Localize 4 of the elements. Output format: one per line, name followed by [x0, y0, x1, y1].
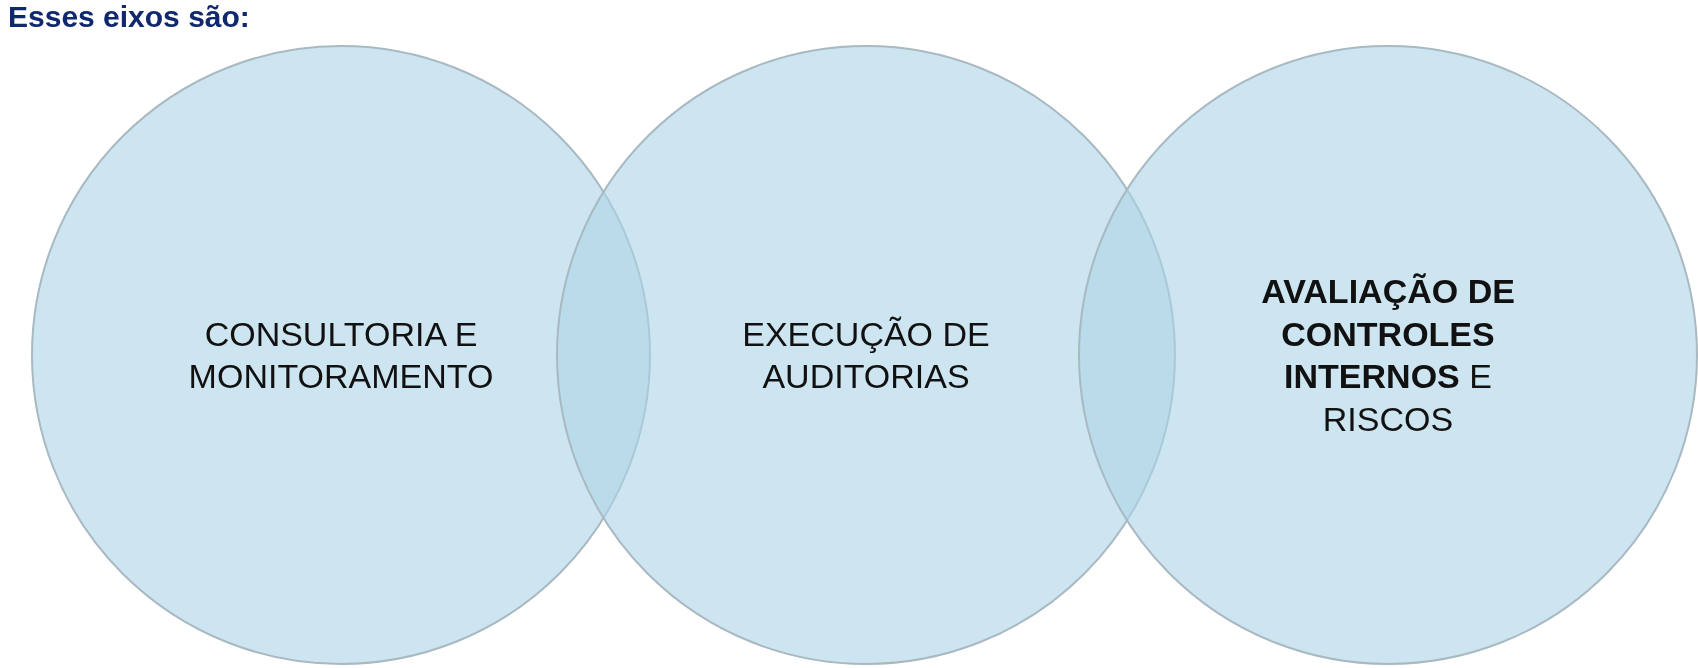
title: Esses eixos são:	[8, 0, 250, 34]
circle-label: EXECUÇÃO DE AUDITORIAS	[741, 313, 991, 397]
circle-label: CONSULTORIA E MONITORAMENTO	[187, 313, 495, 397]
circle-label: AVALIAÇÃO DE CONTROLES INTERNOS E RISCOS	[1260, 271, 1516, 440]
